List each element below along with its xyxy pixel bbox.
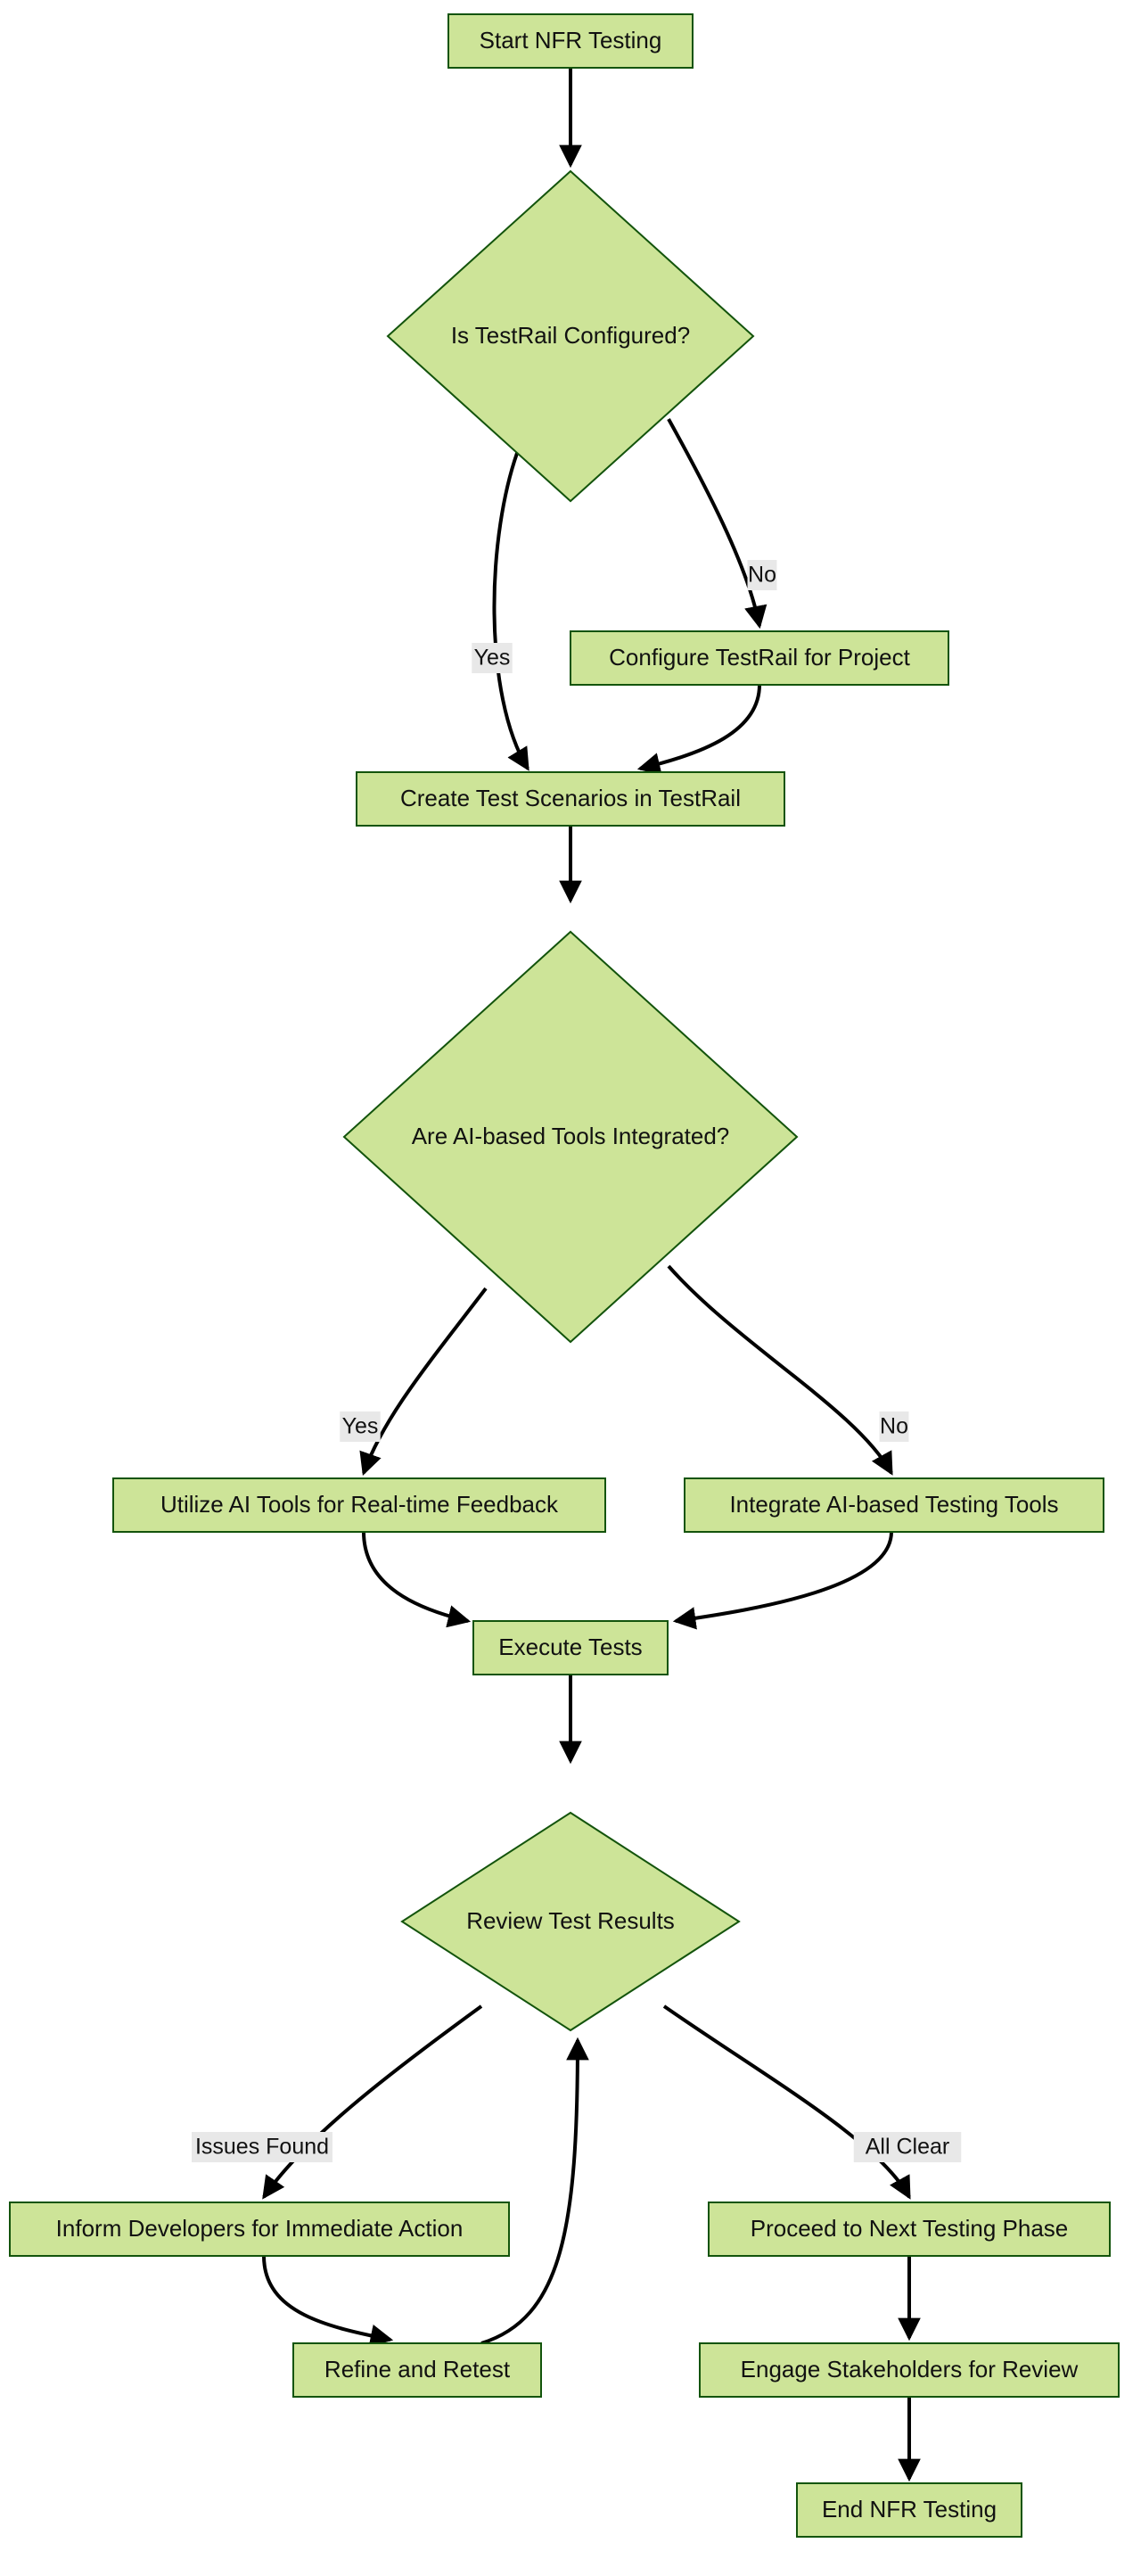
flow-node-review[interactable]: Review Test Results	[400, 1811, 741, 2032]
edge-label-review-to-proceed: All Clear	[853, 2132, 962, 2162]
edge-label-background	[853, 2132, 962, 2162]
node-rect-shape	[708, 2202, 1111, 2257]
flow-edge-integrate_ai-to-execute	[672, 1531, 893, 1630]
edge-label-review-to-inform: Issues Found	[192, 2132, 332, 2162]
flow-node-inform[interactable]: Inform Developers for Immediate Action	[9, 2202, 510, 2257]
node-rect-shape	[112, 1477, 606, 1533]
node-rect-shape	[570, 630, 949, 686]
flow-edge-q_testrail-to-configure	[667, 418, 768, 630]
edge-label-background	[472, 643, 513, 673]
flow-node-integrate_ai[interactable]: Integrate AI-based Testing Tools	[684, 1477, 1104, 1533]
node-rect-shape	[699, 2342, 1120, 2398]
flow-edge-inform-to-refine	[262, 2255, 394, 2348]
node-rect-shape	[472, 1620, 669, 1675]
flow-node-q_aitools[interactable]: Are AI-based Tools Integrated?	[342, 930, 799, 1344]
flow-node-refine[interactable]: Refine and Retest	[292, 2342, 542, 2398]
edge-label-q_aitools-to-utilize_ai: Yes	[340, 1411, 381, 1442]
flow-node-proceed[interactable]: Proceed to Next Testing Phase	[708, 2202, 1111, 2257]
edge-label-q_testrail-to-configure: No	[747, 560, 777, 590]
node-diamond-shape	[342, 930, 799, 1344]
node-rect-shape	[292, 2342, 542, 2398]
flow-edge-refine-to-review	[480, 2037, 589, 2345]
node-rect-shape	[796, 2482, 1022, 2538]
flow-edge-utilize_ai-to-execute	[362, 1531, 472, 1628]
flow-edge-q_aitools-to-integrate_ai	[667, 1264, 893, 1476]
node-rect-shape	[684, 1477, 1104, 1533]
flow-edge-review-to-proceed	[662, 2004, 911, 2200]
flow-edge-q_aitools-to-utilize_ai	[359, 1287, 488, 1477]
flow-edge-q_testrail-to-create	[492, 445, 529, 771]
flow-node-create[interactable]: Create Test Scenarios in TestRail	[356, 771, 785, 827]
node-diamond-shape	[400, 1811, 741, 2032]
edges-layer	[262, 68, 921, 2482]
edge-label-background	[340, 1411, 381, 1442]
node-rect-shape	[356, 771, 785, 827]
edge-label-q_testrail-to-create: Yes	[472, 643, 513, 673]
flow-node-q_testrail[interactable]: Is TestRail Configured?	[386, 169, 755, 503]
edge-label-background	[747, 560, 777, 590]
edge-label-background	[879, 1411, 909, 1442]
edge-label-q_aitools-to-integrate_ai: No	[879, 1411, 909, 1442]
node-rect-shape	[447, 13, 694, 69]
flow-node-configure[interactable]: Configure TestRail for Project	[570, 630, 949, 686]
edge-label-background	[192, 2132, 332, 2162]
flow-node-utilize_ai[interactable]: Utilize AI Tools for Real-time Feedback	[112, 1477, 606, 1533]
flow-node-end[interactable]: End NFR Testing	[796, 2482, 1022, 2538]
flow-node-start[interactable]: Start NFR Testing	[447, 13, 694, 69]
flow-edge-configure-to-create	[636, 684, 761, 776]
node-diamond-shape	[386, 169, 755, 503]
flow-node-execute[interactable]: Execute Tests	[472, 1620, 669, 1675]
node-rect-shape	[9, 2202, 510, 2257]
flow-node-engage[interactable]: Engage Stakeholders for Review	[699, 2342, 1120, 2398]
flow-edge-review-to-inform	[262, 2004, 483, 2200]
